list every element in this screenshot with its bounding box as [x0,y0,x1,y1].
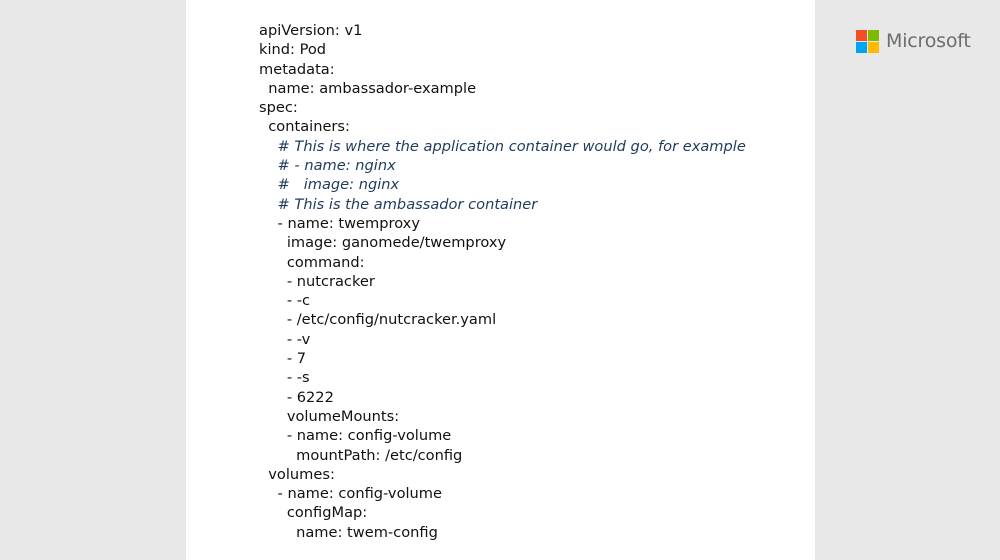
code-line: - nutcracker [259,272,375,290]
microsoft-logo: Microsoft [856,29,971,53]
code-line: apiVersion: v1 [259,22,363,39]
yaml-code-block: apiVersion: v1 kind: Pod metadata: name:… [259,21,746,542]
logo-green-square [868,29,879,41]
code-comment-line: # This is where the application containe… [259,137,746,155]
logo-blue-square [856,41,867,53]
slide-content: apiVersion: v1 kind: Pod metadata: name:… [186,0,815,560]
code-line: - 7 [259,350,307,368]
code-line: containers: [259,118,350,136]
logo-red-square [856,29,867,41]
microsoft-wordmark: Microsoft [886,30,971,52]
code-line: image: ganomede/twemproxy [259,234,507,252]
code-line: kind: Pod [259,41,327,59]
code-line: - -c [259,292,311,310]
code-line: - name: config-volume [259,485,442,503]
code-line: - 6222 [259,388,334,406]
code-line: spec: [259,99,298,117]
code-line: metadata: [259,60,335,78]
code-line: - /etc/config/nutcracker.yaml [259,311,497,329]
code-comment-line: # image: nginx [259,176,400,194]
code-line: configMap: [259,504,368,522]
right-margin-panel [815,0,1000,560]
code-line: command: [259,253,365,271]
code-line: name: ambassador-example [259,79,477,97]
code-line: - name: config-volume [259,427,452,445]
code-line: mountPath: /etc/config [259,446,463,464]
code-line: - -s [259,369,310,387]
left-margin-panel [0,0,186,560]
logo-yellow-square [868,41,879,53]
code-line: - name: twemproxy [259,214,420,232]
microsoft-logo-icon [856,29,879,53]
code-comment-line: # This is the ambassador container [259,195,538,213]
code-line: volumes: [259,465,335,483]
code-comment-line: # - name: nginx [259,157,396,175]
code-line: volumeMounts: [259,407,400,425]
code-line: - -v [259,330,311,348]
code-line: name: twem-config [259,523,438,541]
